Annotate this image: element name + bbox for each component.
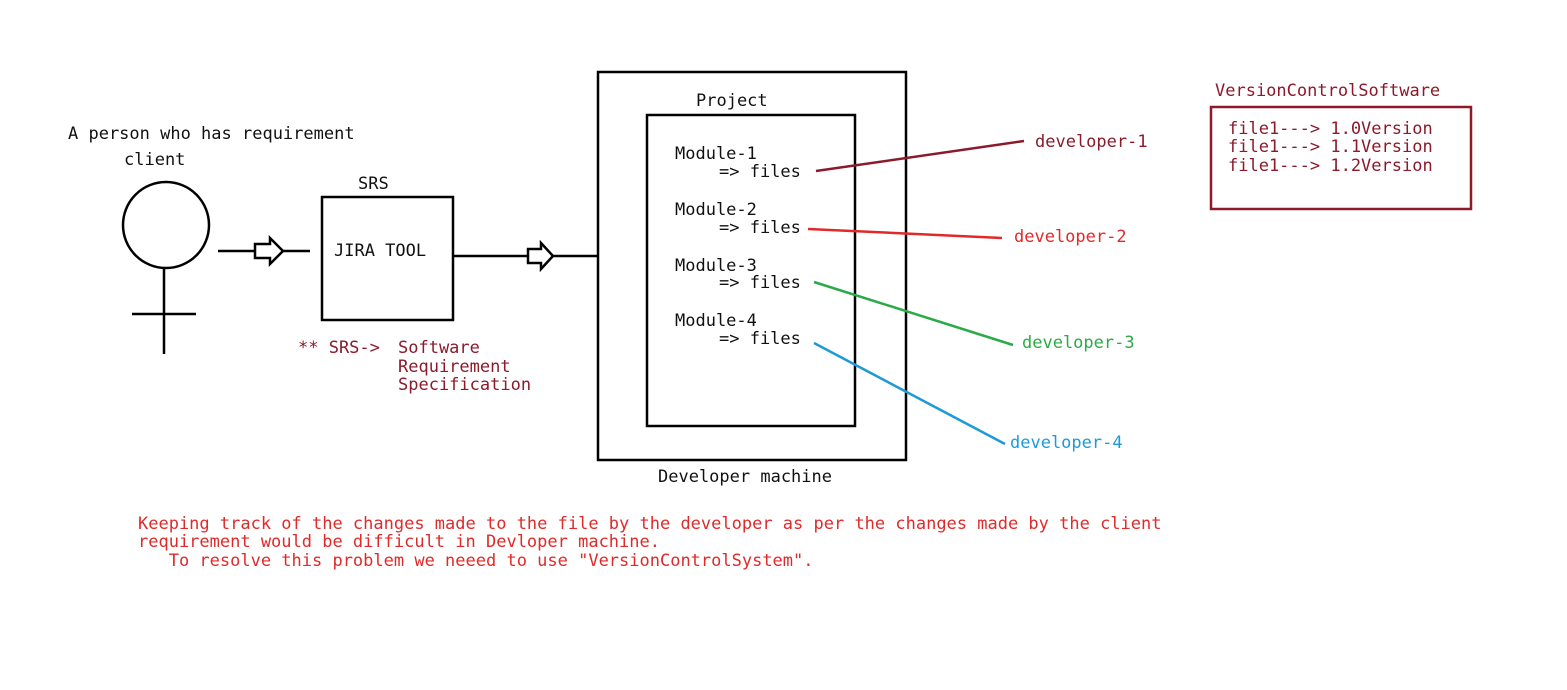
arrow-client-srs-head [253,234,285,268]
srs-note-prefix: ** SRS-> [298,338,380,358]
problem-line-2: requirement would be difficult in Devlop… [138,532,660,552]
developer-machine-box [596,70,908,462]
module-2-files: => files [719,218,801,238]
vcs-entry-3: file1---> 1.2Version [1228,156,1433,176]
developer-3-label: developer-3 [1022,333,1135,353]
problem-line-3: To resolve this problem we neeed to use … [138,551,814,571]
vcs-entry-2: file1---> 1.1Version [1228,137,1433,157]
vcs-title: VersionControlSoftware [1215,81,1441,101]
module-3-files: => files [719,273,801,293]
client-label: client [124,150,186,170]
developer-3-connector [813,280,1014,347]
developer-1-label: developer-1 [1035,132,1148,152]
srs-note-line-2: Requirement [398,357,511,377]
developer-2-connector [807,227,1003,240]
jira-tool-label: JIRA TOOL [334,241,427,261]
problem-line-1: Keeping track of the changes made to the… [138,514,1162,534]
vcs-box [1209,105,1473,211]
module-4-files: => files [719,329,801,349]
module-1-name: Module-1 [675,144,757,164]
developer-4-connector [813,341,1006,446]
module-2-name: Module-2 [675,200,757,220]
developer-2-label: developer-2 [1014,227,1127,247]
client-head [121,180,211,270]
project-label: Project [696,91,768,111]
developer-1-connector [815,139,1025,173]
srs-label: SRS [358,174,389,194]
module-1-files: => files [719,162,801,182]
srs-note-line-1: Software [398,338,480,358]
arrow-srs-machine-head [526,239,555,273]
developer-machine-label: Developer machine [658,467,832,487]
srs-note-line-3: Specification [398,375,532,395]
srs-box [320,195,455,322]
vcs-entry-1: file1---> 1.0Version [1228,119,1433,139]
developer-4-label: developer-4 [1010,433,1123,453]
project-box [645,113,857,428]
client-heading: A person who has requirement [68,124,355,144]
module-4-name: Module-4 [675,311,757,331]
module-3-name: Module-3 [675,256,757,276]
